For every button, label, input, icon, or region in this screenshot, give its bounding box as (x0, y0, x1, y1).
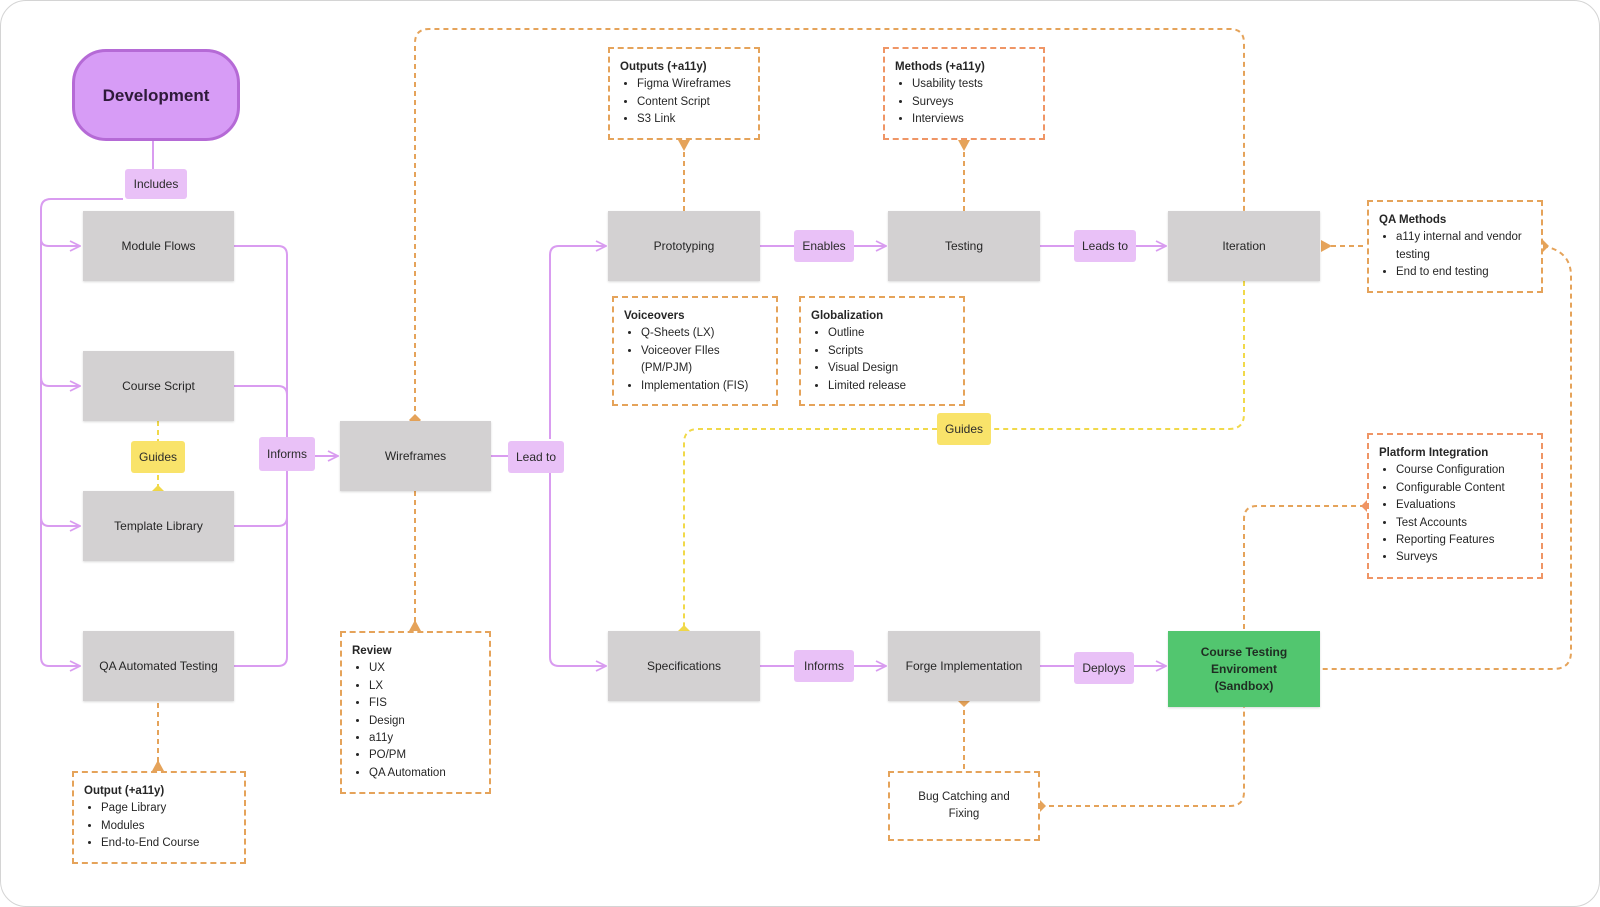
platform-integration-note-title: Platform Integration (1379, 447, 1489, 459)
outputs-note-item: S3 Link (637, 111, 748, 128)
wireframes-node[interactable]: Wireframes (340, 421, 491, 491)
deploys-label: Deploys (1074, 652, 1134, 684)
edge-wireframes-to-iteration-loop (414, 28, 1245, 420)
platform-integration-note-item: Reporting Features (1396, 532, 1531, 549)
globalization-note-item: Outline (828, 325, 953, 342)
voiceovers-note-item: Q-Sheets (LX) (641, 325, 766, 342)
edge-qa-automated-to-informs (234, 471, 288, 667)
edge-course-script-to-informs (234, 385, 288, 396)
globalization-note-item: Limited release (828, 378, 953, 395)
guides-label-iteration: Guides (937, 413, 991, 445)
voiceovers-note-title: Voiceovers (624, 310, 685, 322)
edge-includes-to-course-script (40, 239, 80, 386)
platform-integration-note-item: Evaluations (1396, 497, 1531, 514)
platform-integration-note-item: Course Configuration (1396, 462, 1531, 479)
voiceovers-note-item: Implementation (FIS) (641, 378, 766, 395)
methods-note-title: Methods (+a11y) (895, 61, 985, 73)
platform-integration-note-item: Surveys (1396, 549, 1531, 566)
triangle-outputs (678, 140, 690, 151)
triangle-output-dev (152, 760, 164, 771)
output-dev-note-item: Page Library (101, 800, 234, 817)
triangle-methods (958, 140, 970, 151)
edge-includes-to-template-library (40, 377, 80, 526)
qa-automated-testing-node[interactable]: QA Automated Testing (83, 631, 234, 701)
output-dev-note-item: End-to-End Course (101, 835, 234, 852)
platform-integration-note: Platform Integration Course Configuratio… (1367, 433, 1543, 579)
module-flows-node[interactable]: Module Flows (83, 211, 234, 281)
voiceovers-note-item: Voiceover FIles (PM/PJM) (641, 343, 766, 378)
edge-bug-catching-to-sandbox (1040, 707, 1245, 807)
globalization-note: Globalization Outline Scripts Visual Des… (799, 296, 965, 406)
edge-includes-to-qa-automated (40, 517, 80, 666)
review-note-item: Design (369, 713, 479, 730)
review-note-item: LX (369, 678, 479, 695)
review-note-title: Review (352, 645, 392, 657)
includes-label: Includes (125, 169, 187, 199)
edge-qa-methods-to-sandbox (1322, 245, 1572, 670)
globalization-note-item: Scripts (828, 343, 953, 360)
review-note: Review UX LX FIS Design a11y PO/PM QA Au… (340, 631, 491, 794)
output-dev-note-title: Output (+a11y) (84, 785, 165, 797)
guides-label-template: Guides (131, 441, 185, 473)
course-script-node[interactable]: Course Script (83, 351, 234, 421)
template-library-node[interactable]: Template Library (83, 491, 234, 561)
qa-methods-note-item: a11y internal and vendor testing (1396, 229, 1531, 264)
specifications-node[interactable]: Specifications (608, 631, 760, 701)
edge-lead-to-specifications (549, 473, 606, 666)
qa-methods-note-title: QA Methods (1379, 214, 1447, 226)
testing-node[interactable]: Testing (888, 211, 1040, 281)
review-note-item: PO/PM (369, 747, 479, 764)
output-dev-note-item: Modules (101, 818, 234, 835)
methods-note: Methods (+a11y) Usability tests Surveys … (883, 47, 1045, 140)
platform-integration-note-item: Configurable Content (1396, 480, 1531, 497)
prototyping-node[interactable]: Prototyping (608, 211, 760, 281)
edge-guides-to-specifications (683, 428, 937, 629)
outputs-note-item: Content Script (637, 94, 748, 111)
informs-label-wireframes: Informs (259, 437, 315, 471)
edge-includes-to-module-flows (40, 198, 123, 246)
globalization-note-item: Visual Design (828, 360, 953, 377)
enables-label: Enables (794, 230, 854, 262)
methods-note-item: Usability tests (912, 76, 1033, 93)
review-note-item: a11y (369, 730, 479, 747)
leads-to-label: Leads to (1074, 230, 1136, 262)
review-note-item: QA Automation (369, 765, 479, 782)
edge-sandbox-to-platform-integration (1243, 505, 1367, 629)
edge-iteration-to-guides (991, 281, 1245, 430)
edge-module-flows-to-informs (234, 245, 288, 437)
forge-implementation-node[interactable]: Forge Implementation (888, 631, 1040, 701)
voiceovers-note: Voiceovers Q-Sheets (LX) Voiceover FIles… (612, 296, 778, 406)
qa-methods-note-item: End to end testing (1396, 264, 1531, 281)
platform-integration-note-item: Test Accounts (1396, 515, 1531, 532)
triangle-qa-methods (1321, 240, 1332, 252)
edge-template-library-to-informs (234, 471, 288, 527)
outputs-note-title: Outputs (+a11y) (620, 61, 707, 73)
outputs-note-item: Figma Wireframes (637, 76, 748, 93)
outputs-note: Outputs (+a11y) Figma Wireframes Content… (608, 47, 760, 140)
edge-lead-to-prototyping (549, 246, 606, 439)
methods-note-item: Surveys (912, 94, 1033, 111)
development-start-node[interactable]: Development (72, 49, 240, 141)
qa-methods-note: QA Methods a11y internal and vendor test… (1367, 200, 1543, 293)
globalization-note-title: Globalization (811, 310, 884, 322)
review-note-item: UX (369, 660, 479, 677)
methods-note-item: Interviews (912, 111, 1033, 128)
lead-to-label: Lead to (508, 441, 564, 473)
triangle-review (409, 620, 421, 631)
course-testing-environment-node[interactable]: Course Testing Enviroment (Sandbox) (1168, 631, 1320, 707)
iteration-node[interactable]: Iteration (1168, 211, 1320, 281)
informs-label-forge: Informs (794, 650, 854, 682)
output-dev-note: Output (+a11y) Page Library Modules End-… (72, 771, 246, 864)
bug-catching-note: Bug Catching and Fixing (888, 771, 1040, 841)
review-note-item: FIS (369, 695, 479, 712)
